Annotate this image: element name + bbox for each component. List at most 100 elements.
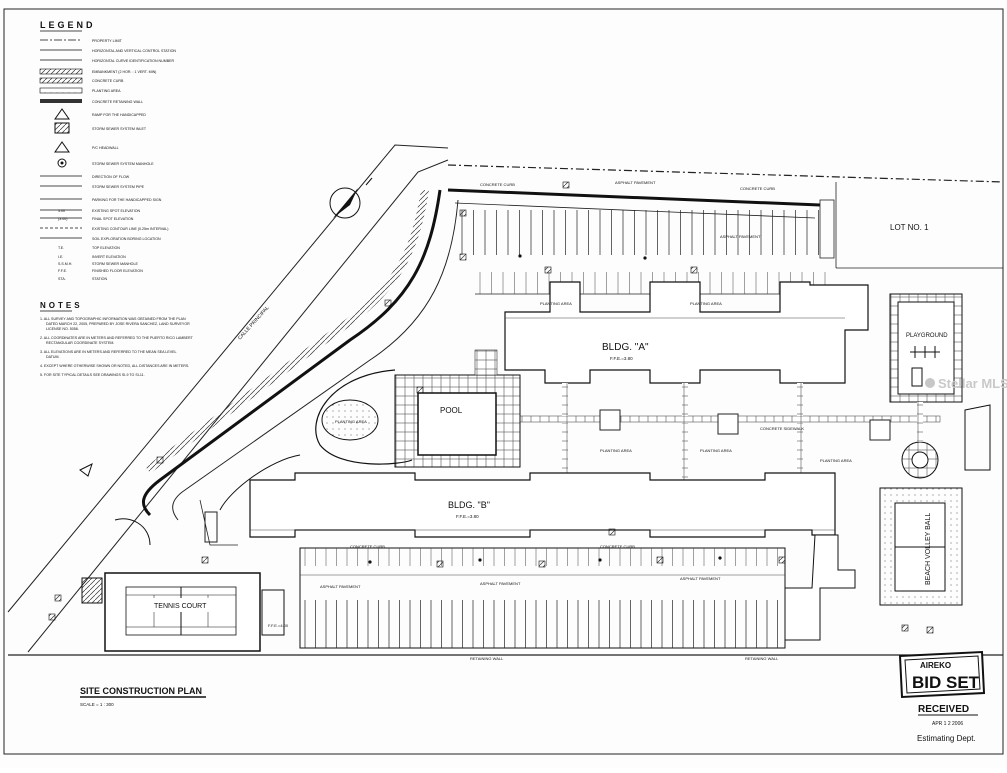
- tennis-court: TENNIS COURT F.F.E.=4.00: [81, 572, 289, 652]
- bldg-a-ffe: F.F.E.=3.80: [610, 356, 633, 361]
- bldg-b-label: BLDG. "B": [448, 500, 490, 510]
- legend-symbol: [57, 158, 67, 168]
- legend-item-label: EXISTING SPOT ELEVATION: [92, 209, 141, 213]
- legend-item-label: HORIZONTAL AND VERTICAL CONTROL STATION: [92, 49, 176, 53]
- note-item: 4. EXCEPT WHERE OTHERWISE SHOWN OR NOTED…: [40, 364, 189, 368]
- legend-item-label: FINISHED FLOOR ELEVATION: [92, 269, 143, 273]
- mls-watermark: Stellar MLS: [925, 376, 1007, 391]
- legend-symbol: [54, 108, 70, 120]
- legend-item-label: STORM SEWER SYSTEM INLET: [92, 127, 147, 131]
- inlet-icon: [156, 456, 164, 464]
- inlet-icon: [436, 560, 444, 568]
- svg-text:PLANTING AREA: PLANTING AREA: [600, 448, 632, 453]
- building-b: BLDG. "B" F.F.E.=3.80: [249, 472, 856, 641]
- top-parking-labels: ASPHALT PAVEMENT ASPHALT PAVEMENT CONCRE…: [480, 180, 775, 239]
- legend-item-label: EMBANKMENT (2 HOR. : 1 VERT. MIN): [92, 70, 156, 74]
- manhole-icon: [718, 556, 722, 560]
- pool-area: POOL: [394, 349, 521, 468]
- svg-text:PLANTING AREA: PLANTING AREA: [690, 301, 722, 306]
- note-item: 3. ALL ELEVATIONS ARE IN METERS AND REFE…: [40, 350, 177, 359]
- note-item: 2. ALL COORDINATES ARE IN METERS AND REF…: [40, 336, 194, 345]
- inlet-icon: [416, 386, 424, 394]
- manhole-icon: [598, 558, 602, 562]
- legend-item-label: PLANTING AREA: [92, 89, 121, 93]
- svg-text:CONCRETE CURB: CONCRETE CURB: [480, 182, 515, 187]
- inlet-icon: [384, 299, 392, 307]
- entry-drive: [141, 188, 821, 521]
- svg-text:RETAINING WALL: RETAINING WALL: [745, 656, 779, 661]
- svg-text:PLANTING AREA: PLANTING AREA: [540, 301, 572, 306]
- building-a: BLDG. "A" F.F.E.=3.80 PLANTING AREA PLAN…: [504, 281, 869, 384]
- stamp-company: AIREKO: [920, 661, 951, 670]
- legend-abbrev: STA.: [58, 277, 66, 281]
- legend-item-label: PARKING FOR THE HANDICAPPED SIGN: [92, 198, 162, 202]
- inlet-icon: [926, 626, 934, 634]
- legend-item-label: FINAL SPOT ELEVATION: [92, 217, 134, 221]
- legend-abbrev: (3.00): [58, 217, 67, 221]
- legend-item-label: DIRECTION OF FLOW: [92, 175, 130, 179]
- legend-symbol: [39, 77, 83, 84]
- inlet-icon: [538, 560, 546, 568]
- stamp-dept: Estimating Dept.: [917, 734, 976, 743]
- inlet-icon: [54, 594, 62, 602]
- legend-item-label: CONCRETE RETAINING WALL: [92, 100, 143, 104]
- legend-item-label: TOP ELEVATION: [92, 246, 120, 250]
- road-label: CALLE PRINCIPAL: [237, 305, 271, 341]
- legend: LEGEND 3.00(3.00)T.E.I.E.S.S.M.H.F.F.E.S…: [39, 20, 176, 281]
- notes-title: NOTES: [40, 301, 83, 310]
- legend-item-label: SOIL EXPLORATION BORING LOCATION: [92, 237, 161, 241]
- svg-text:ASPHALT PAVEMENT: ASPHALT PAVEMENT: [320, 584, 361, 589]
- svg-text:ASPHALT PAVEMENT: ASPHALT PAVEMENT: [720, 234, 761, 239]
- stamp-received: RECEIVED: [918, 704, 969, 715]
- note-item: 5. FOR SITE TYPICAL DETAILS SEE DRAWINGS…: [40, 373, 145, 377]
- legend-abbrev: I.E.: [58, 255, 63, 259]
- tennis-ffe: F.F.E.=4.00: [268, 623, 289, 628]
- bottom-parking: ASPHALT PAVEMENT ASPHALT PAVEMENT ASPHAL…: [299, 544, 786, 661]
- legend-abbrev: T.E.: [58, 246, 64, 250]
- manhole-icon: [368, 560, 372, 564]
- notes: NOTES 1. ALL SURVEY AND TOPOGRAPHIC INFO…: [40, 301, 194, 377]
- legend-abbrev: F.F.E.: [58, 269, 67, 273]
- inlet-icon: [690, 266, 698, 274]
- svg-text:ASPHALT PAVEMENT: ASPHALT PAVEMENT: [615, 180, 656, 185]
- svg-text:CONCRETE CURB: CONCRETE CURB: [350, 544, 385, 549]
- legend-item-label: STATION: [92, 277, 107, 281]
- stamp-date: APR 1 2 2006: [932, 721, 963, 727]
- inlet-icon: [562, 181, 570, 189]
- legend-item-label: INVERT ELEVATION: [92, 255, 126, 259]
- svg-text:PLANTING AREA: PLANTING AREA: [820, 458, 852, 463]
- top-parking-stalls: [461, 210, 840, 295]
- bldg-b-ffe: F.F.E.=3.80: [456, 514, 479, 519]
- inlet-icon: [544, 266, 552, 274]
- legend-symbol: [39, 68, 83, 75]
- legend-symbol: [39, 87, 83, 94]
- inlet-icon: [778, 556, 786, 564]
- svg-text:ASPHALT PAVEMENT: ASPHALT PAVEMENT: [480, 581, 521, 586]
- watermark-text: Stellar MLS: [938, 376, 1007, 391]
- playground-label: PLAYGROUND: [906, 333, 948, 339]
- inlet-icon: [201, 556, 209, 564]
- legend-item-label: HORIZONTAL CURVE IDENTIFICATION NUMBER: [92, 59, 175, 63]
- lot-label: LOT NO. 1: [890, 223, 929, 232]
- legend-item-label: RAMP FOR THE HANDICAPPED: [92, 113, 146, 117]
- volleyball-court: BEACH VOLLEY BALL: [879, 487, 963, 606]
- volleyball-label: BEACH VOLLEY BALL: [925, 513, 932, 585]
- svg-text:PLANTING AREA: PLANTING AREA: [700, 448, 732, 453]
- pool-label: POOL: [440, 406, 463, 415]
- svg-text:CONCRETE CURB: CONCRETE CURB: [740, 186, 775, 191]
- legend-item-label: STORM SEWER MANHOLE: [92, 262, 138, 266]
- inlet-icon: [459, 209, 467, 217]
- legend-symbol: [40, 99, 82, 103]
- bldg-a-label: BLDG. "A": [602, 342, 649, 353]
- svg-text:CONCRETE SIDEWALK: CONCRETE SIDEWALK: [760, 426, 804, 431]
- inlet-icon: [459, 253, 467, 261]
- title-block: SITE CONSTRUCTION PLAN SCALE = 1 : 300: [80, 686, 206, 707]
- legend-abbrev: 3.00: [58, 209, 65, 213]
- site-symbols: [48, 181, 934, 634]
- note-item: 1. ALL SURVEY AND TOPOGRAPHIC INFORMATIO…: [40, 317, 190, 331]
- legend-title: LEGEND: [40, 20, 96, 30]
- bid-set-stamp: AIREKO BID SET RECEIVED APR 1 2 2006 Est…: [898, 650, 986, 743]
- inlet-icon: [48, 613, 56, 621]
